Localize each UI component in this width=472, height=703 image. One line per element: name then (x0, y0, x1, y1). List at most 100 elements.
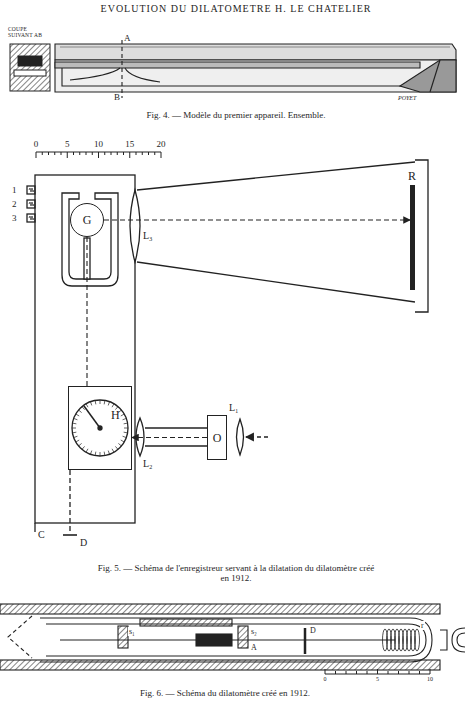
first-apparatus (55, 60, 456, 92)
scale-tick (79, 152, 80, 155)
lens-label: L₁ (229, 402, 239, 414)
dial-tick (79, 410, 82, 413)
recorder-housing (84, 406, 100, 428)
scale-number: 15 (125, 139, 134, 149)
scale-tick (54, 152, 55, 155)
section-view (14, 70, 46, 76)
first-apparatus (125, 68, 160, 82)
recorder-housing (72, 400, 128, 456)
dial-tick (82, 446, 85, 449)
recorder-housing (34, 523, 35, 532)
light-ray (86, 237, 87, 386)
section-view (10, 44, 50, 91)
scale-tick (346, 671, 347, 674)
recorder-housing (145, 445, 207, 446)
scale-tick (335, 671, 336, 674)
dilatometer-1912 (140, 619, 232, 626)
dilatometer-1912 (238, 626, 248, 648)
dial-ticks (72, 400, 128, 456)
dial-tick (124, 428, 128, 429)
dial-tick (90, 451, 91, 455)
dial-tick (72, 428, 76, 429)
dial-tick (86, 404, 88, 407)
scale-tick (398, 671, 399, 674)
recorder-housing (237, 419, 244, 455)
recorder-housing (137, 162, 415, 190)
part-label: A (250, 643, 258, 652)
scale-number: 10 (94, 139, 103, 149)
object-box: O (207, 415, 227, 460)
dial-tick (100, 452, 101, 456)
scale-tick (67, 152, 68, 158)
scale-tick (117, 152, 118, 155)
page-title: EVOLUTION DU DILATOMETRE H. LE CHATELIER (0, 3, 472, 15)
scale-tick (129, 152, 130, 158)
recorder-housing (27, 160, 428, 535)
terminal-number: 3 (12, 213, 17, 223)
scale-tick (42, 152, 43, 155)
scale-number: 5 (65, 139, 70, 149)
dial-tick (95, 400, 97, 404)
terminal-number: 1 (12, 185, 17, 195)
dilatometer-1912 (0, 604, 465, 670)
scale-tick (86, 152, 87, 155)
dilatometer-1912 (304, 628, 307, 654)
dial-tick (74, 436, 78, 437)
recorder-housing (35, 175, 135, 523)
first-apparatus (62, 68, 415, 86)
first-apparatus (55, 62, 420, 68)
spring (383, 629, 420, 651)
dial-tick (74, 418, 78, 419)
dial-tick (79, 443, 82, 446)
dial-tick (108, 451, 109, 455)
dilatometer-1912 (452, 628, 465, 652)
first-apparatus (121, 40, 122, 98)
first-apparatus (400, 60, 456, 92)
part-label: r (420, 621, 425, 630)
scale-tick (92, 152, 93, 155)
point-label: C (38, 529, 45, 541)
dilatometer-1912 (46, 624, 426, 656)
dilatometer-1912 (0, 604, 440, 614)
engraver-name: POYET (398, 95, 416, 102)
dilatometer-1912 (40, 618, 432, 662)
scale-number: 0 (324, 676, 327, 683)
scale-tick (154, 152, 155, 155)
dial-tick (115, 446, 118, 449)
section-label: COUPE SUIVANT AB (8, 26, 52, 39)
dial-tick (86, 449, 88, 452)
dial-tick (124, 423, 128, 425)
part-label: s₂ (250, 627, 258, 636)
light-ray (132, 437, 207, 438)
scale-tick (73, 152, 74, 155)
dial-tick (95, 452, 97, 456)
section-view (18, 56, 42, 66)
scale-tick (104, 152, 105, 155)
recorder-housing (63, 534, 77, 536)
lens-label: L₃ (143, 230, 153, 242)
scale-tick (123, 152, 124, 155)
scale-number: 5 (376, 676, 379, 683)
recording-screen: R (410, 185, 415, 290)
recorder-housing (62, 193, 118, 286)
terminal-number: 2 (12, 199, 17, 209)
recorder-housing (130, 190, 140, 262)
scale (325, 669, 430, 674)
first-apparatus (70, 68, 120, 80)
section-mark: A (124, 33, 131, 43)
dial-tick (72, 423, 76, 425)
scale-tick (142, 152, 143, 155)
lens-label: L₂ (143, 458, 153, 470)
scale-tick (409, 671, 410, 674)
scale-tick (325, 669, 326, 674)
galvanometer-mirror: G (70, 203, 104, 237)
scale-tick (48, 152, 49, 155)
scale (36, 152, 161, 158)
scale-tick (161, 152, 162, 158)
dilatometer-1912 (8, 616, 32, 658)
recorder-housing (137, 262, 415, 302)
dilatometer-1912 (440, 630, 447, 650)
scale-number: 10 (427, 676, 433, 683)
first-apparatus (55, 40, 456, 98)
